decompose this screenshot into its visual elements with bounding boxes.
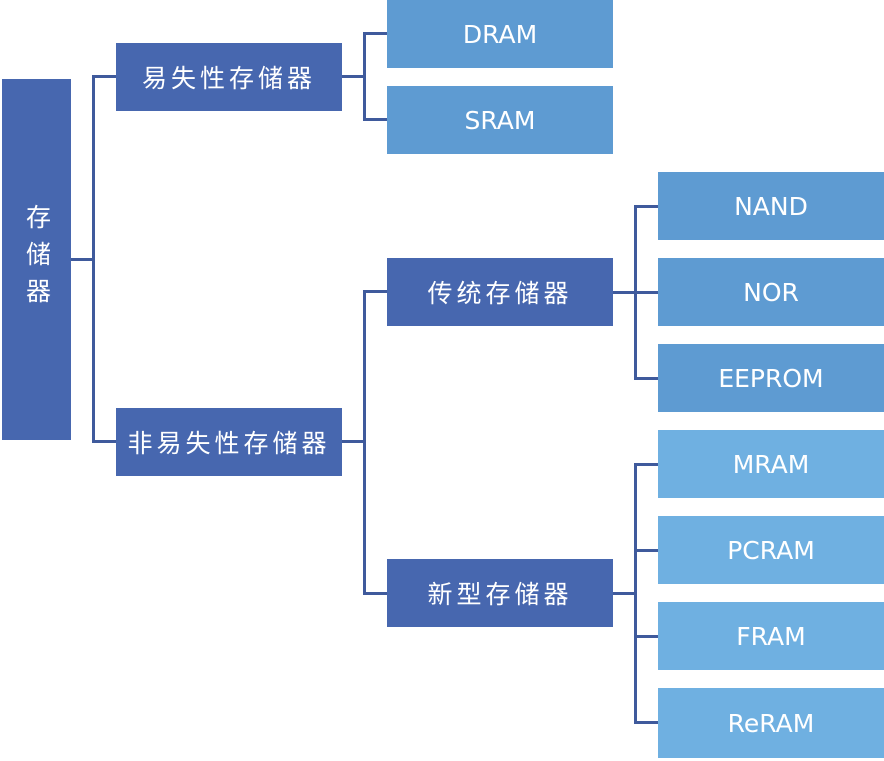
node-sram: SRAM [387,86,613,154]
node-reram-label: ReRAM [727,708,815,738]
connector-to-sram [363,118,388,121]
node-dram-label: DRAM [462,19,538,49]
connector-to-nor [634,291,659,294]
connector-to-fram [634,635,659,638]
connector-to-nand [634,205,659,208]
connector-volatile-stem [341,75,365,78]
connector-nonvolatile-vertical [363,290,366,595]
node-nor: NOR [658,258,884,326]
connector-traditional-stem [612,291,636,294]
node-dram: DRAM [387,0,613,68]
node-mram-label: MRAM [732,449,810,479]
node-reram: ReRAM [658,688,884,758]
node-volatile: 易失性存储器 [116,43,342,111]
node-emerging: 新型存储器 [387,559,613,627]
connector-root-to-volatile [92,75,117,78]
connector-to-mram [634,463,659,466]
connector-to-dram [363,32,388,35]
node-nonvolatile: 非易失性存储器 [116,408,342,476]
connector-root-to-nonvolatile [92,440,117,443]
node-pcram: PCRAM [658,516,884,584]
node-volatile-label: 易失性存储器 [141,64,316,93]
node-nonvolatile-label: 非易失性存储器 [127,429,331,458]
connector-emerging-stem [612,592,636,595]
node-nand-label: NAND [734,191,808,221]
node-root-label: 存储器 [22,204,52,315]
connector-volatile-vertical [363,32,366,121]
node-emerging-label: 新型存储器 [427,580,573,609]
connector-to-reram [634,721,659,724]
node-nor-label: NOR [743,277,799,307]
connector-root-stem [70,258,94,261]
node-mram: MRAM [658,430,884,498]
connector-nonvolatile-stem [341,440,365,443]
connector-root-vertical [92,75,95,442]
connector-emerging-vertical [634,463,637,724]
connector-to-eeprom [634,377,659,380]
node-root: 存储器 [2,79,71,440]
node-eeprom: EEPROM [658,344,884,412]
node-traditional: 传统存储器 [387,258,613,326]
connector-to-traditional [363,290,388,293]
node-eeprom-label: EEPROM [718,363,824,393]
node-traditional-label: 传统存储器 [427,279,573,308]
node-fram-label: FRAM [736,621,806,651]
connector-to-pcram [634,549,659,552]
node-nand: NAND [658,172,884,240]
node-sram-label: SRAM [464,105,536,135]
node-fram: FRAM [658,602,884,670]
node-pcram-label: PCRAM [727,535,815,565]
connector-to-emerging [363,592,388,595]
